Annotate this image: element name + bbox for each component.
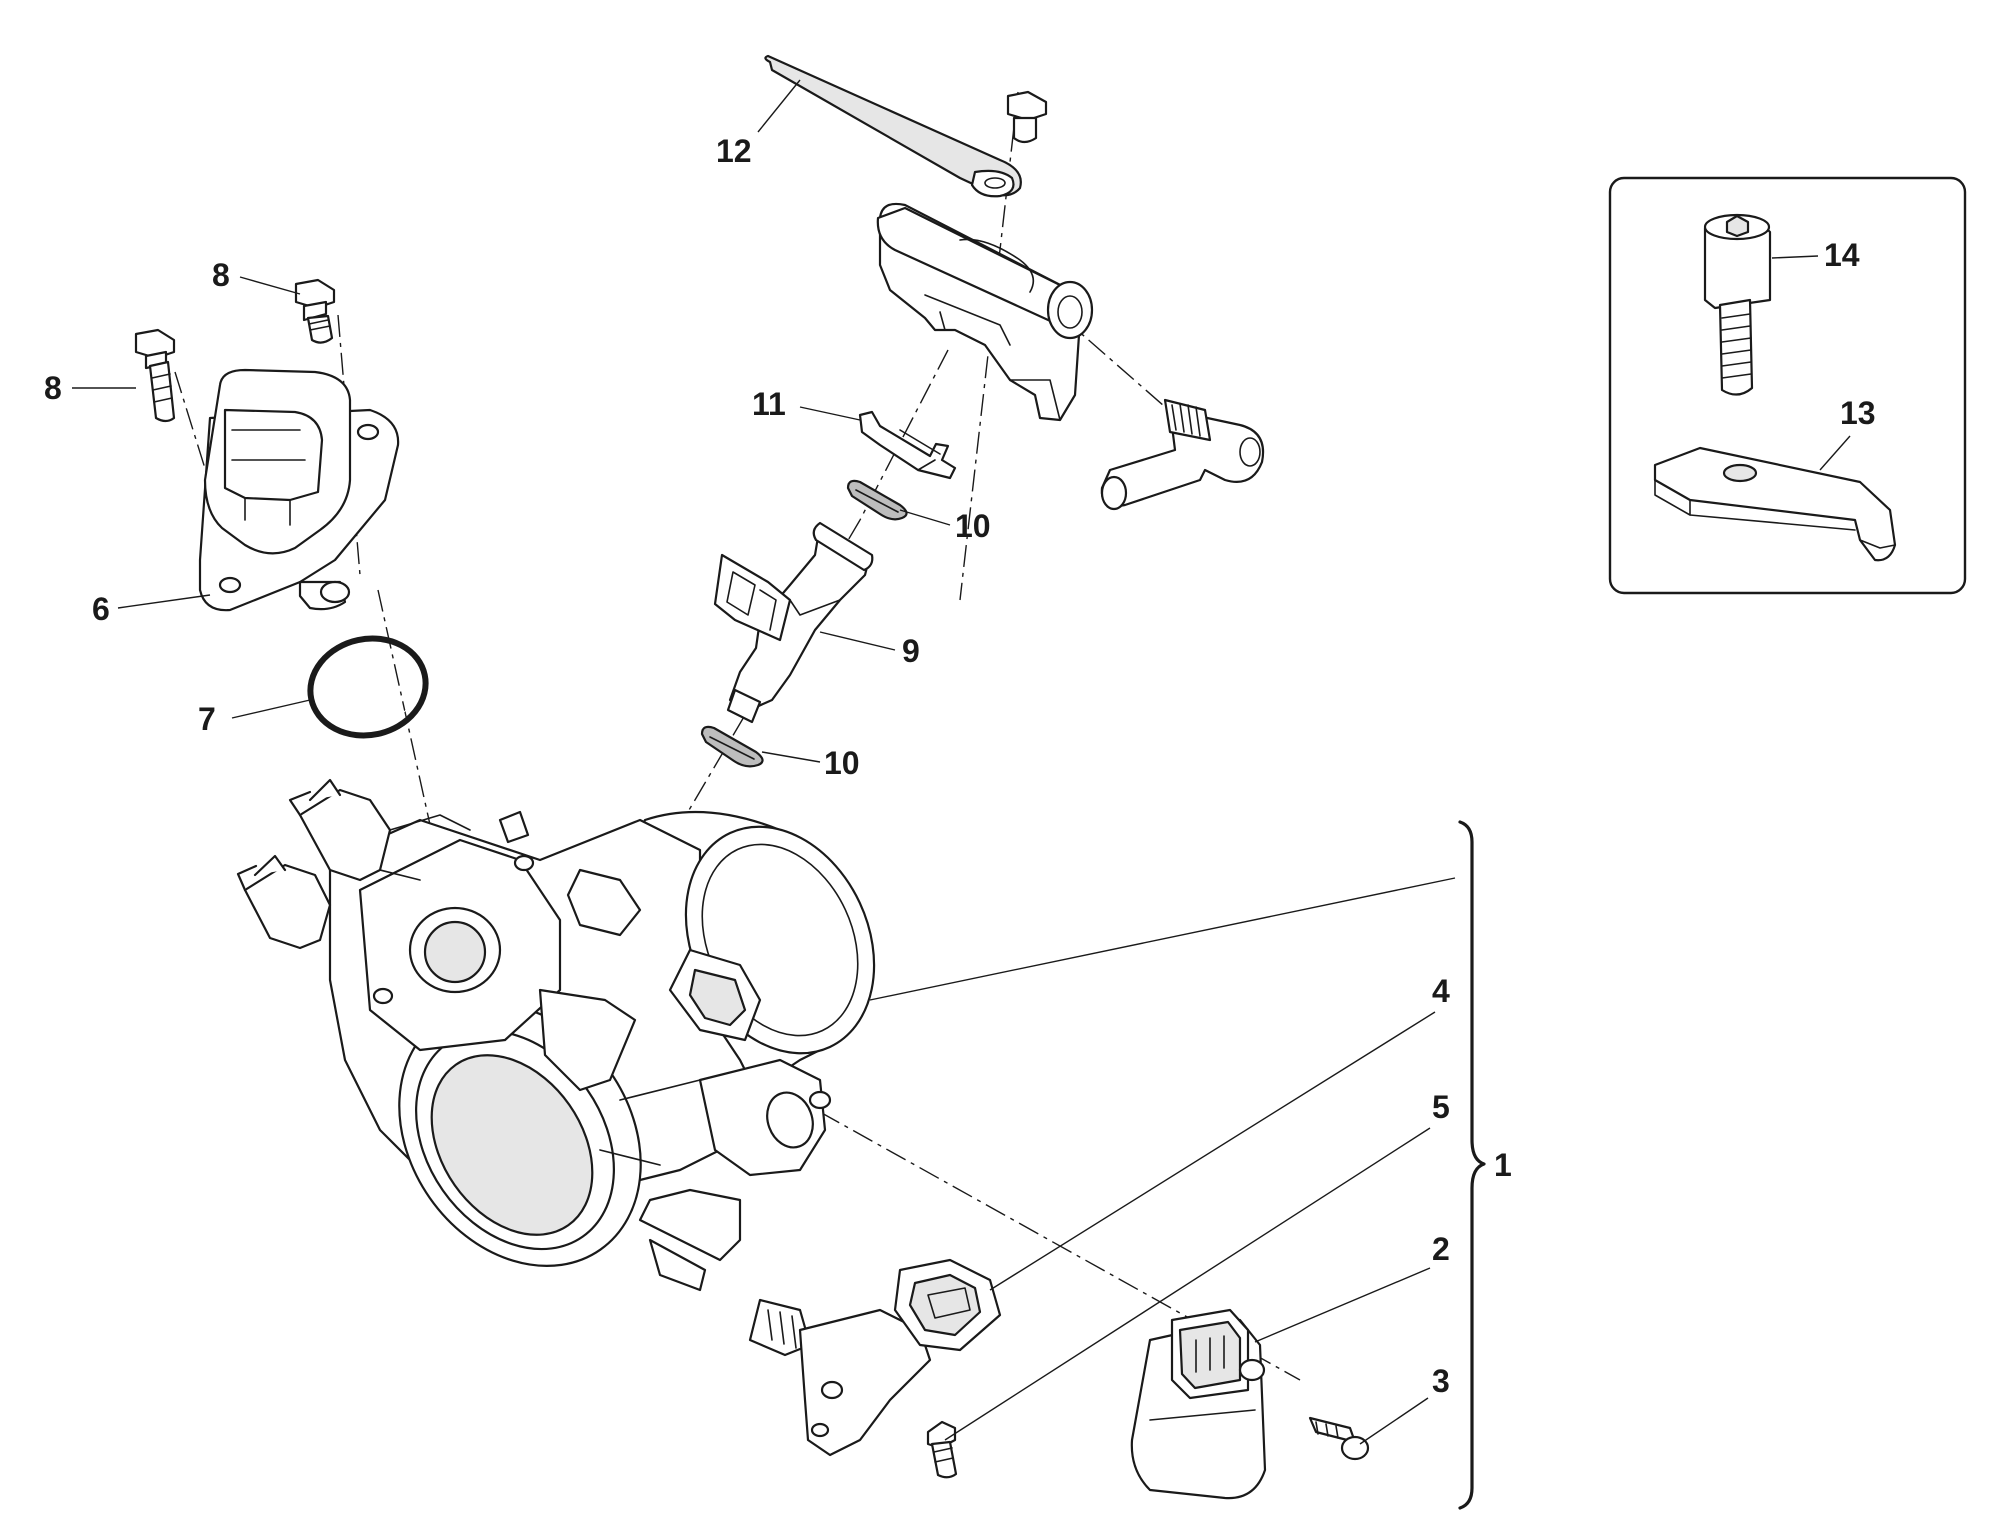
- part-8-screw-lower: [134, 328, 176, 423]
- part-11-clip: [858, 410, 957, 480]
- callout-1: 1: [1494, 1147, 1512, 1183]
- leader-6: [117, 594, 211, 609]
- assembly-bracket: [1458, 820, 1486, 1510]
- callout-7: 7: [198, 701, 216, 737]
- part-8-screw-upper: [294, 278, 336, 344]
- leader-14: [1771, 255, 1819, 259]
- callout-numbers: 12 8 8 11 10 6 9 7 10 4 5 1 2 3 14 13: [44, 133, 1876, 1399]
- part-10-oring-lower: [700, 725, 764, 768]
- fuel-rail-bolt: [1006, 90, 1048, 144]
- part-9-injector: [713, 521, 874, 724]
- leader-9: [819, 631, 896, 651]
- leader-7: [231, 699, 311, 719]
- axis-fuel-rail-elbow: [1059, 314, 1181, 421]
- throttle-body: [236, 778, 876, 1292]
- fuel-elbow-fitting: [1100, 398, 1265, 511]
- callout-10-lower: 10: [824, 745, 860, 781]
- part-10-oring-upper: [846, 479, 908, 521]
- callout-4: 4: [1432, 973, 1450, 1009]
- part-5-screw: [926, 1420, 958, 1479]
- leader-3: [1359, 1397, 1429, 1445]
- callout-5: 5: [1432, 1089, 1450, 1125]
- callout-2: 2: [1432, 1231, 1450, 1267]
- callout-14: 14: [1824, 237, 1860, 273]
- part-14-socket-bolt: [1703, 213, 1772, 396]
- callout-12: 12: [716, 133, 752, 169]
- part-13-bracket: [1653, 446, 1897, 562]
- callout-8-upper: 8: [212, 257, 230, 293]
- leader-1: [869, 877, 1456, 1001]
- leader-13: [1819, 435, 1851, 471]
- leader-10-upper: [899, 509, 951, 526]
- callout-13: 13: [1840, 395, 1876, 431]
- callout-11: 11: [752, 386, 786, 422]
- inset-box: [1608, 176, 1967, 595]
- leader-12: [757, 79, 801, 133]
- leader-lines: [72, 79, 1851, 1445]
- callout-3: 3: [1432, 1363, 1450, 1399]
- part-12-strap: [764, 54, 1022, 198]
- part-6-idle-valve: [198, 368, 400, 612]
- leader-5: [944, 1127, 1431, 1441]
- leader-10-lower: [761, 751, 821, 763]
- fuel-rail: [876, 202, 1094, 422]
- callout-6: 6: [92, 591, 110, 627]
- part-4-sensor: [748, 1258, 1002, 1457]
- callout-10-upper: 10: [955, 508, 991, 544]
- callout-8-lower: 8: [44, 370, 62, 406]
- leader-11: [799, 406, 861, 421]
- part-7-oring-large: [307, 635, 429, 739]
- part-2-sensor: [1130, 1308, 1267, 1500]
- part-3-screw: [1308, 1416, 1370, 1461]
- leader-2: [1254, 1267, 1431, 1343]
- leader-4: [989, 1011, 1436, 1291]
- leader-8-upper: [239, 276, 301, 295]
- callout-9: 9: [902, 633, 920, 669]
